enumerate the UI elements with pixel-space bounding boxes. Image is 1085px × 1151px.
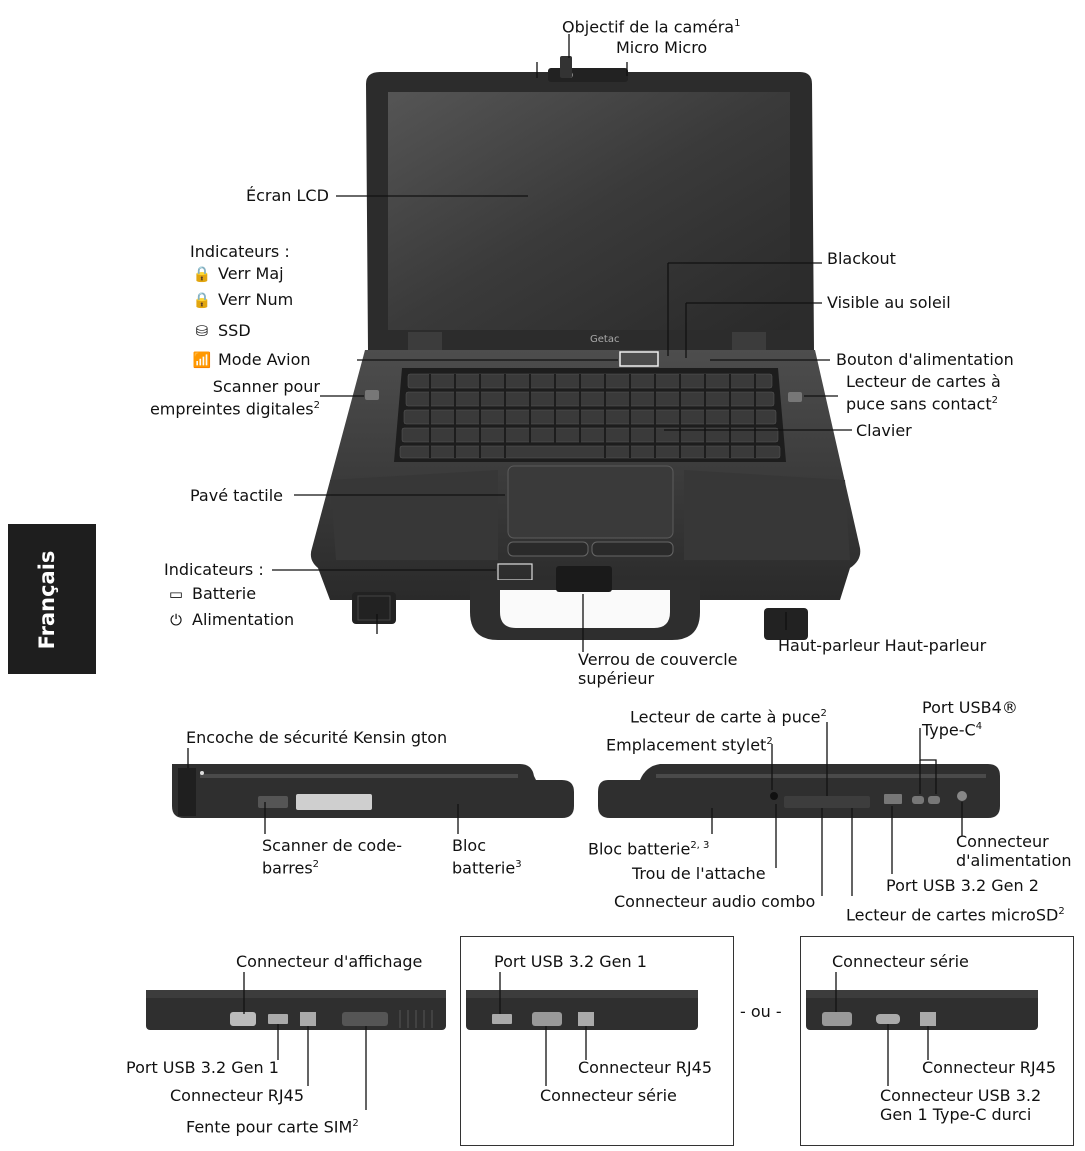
language-tab	[8, 524, 96, 674]
display-port	[230, 1012, 256, 1026]
lid-latch	[556, 566, 612, 592]
indicator-ssd: ⛁SSD	[192, 321, 251, 341]
label-sim: Fente pour carte SIM2	[186, 1117, 359, 1137]
front-leader-lines	[272, 34, 852, 652]
label-smartcard: Lecteur de carte à puce2	[630, 707, 827, 727]
label-camera-lens: Objectif de la caméra1	[562, 17, 741, 37]
label-blackout: Blackout	[827, 249, 896, 268]
rear-option1-frame	[460, 936, 734, 1146]
label-rear-rj45: Connecteur RJ45	[170, 1086, 304, 1105]
indicator-battery: ▭Batterie	[166, 584, 256, 604]
indicator-num-lock: 🔒Verr Num	[192, 290, 294, 309]
usbc-rugged	[876, 1014, 900, 1024]
airplane-mode-icon: 📶	[192, 351, 212, 369]
label-indicators-title: Indicateurs :	[190, 242, 290, 261]
left-side-view	[172, 764, 574, 818]
label-barcode: Scanner de code-barres2	[262, 836, 402, 878]
label-rear-usb-gen1: Port USB 3.2 Gen 1	[126, 1058, 279, 1077]
barcode-scanner	[258, 796, 288, 808]
label-stylus: Emplacement stylet2	[606, 735, 773, 755]
label-opt1-rj45: Connecteur RJ45	[578, 1058, 712, 1077]
laptop-base	[310, 350, 861, 640]
dc-in	[957, 791, 967, 801]
laptop-lid: Getac	[366, 56, 814, 350]
lcd-screen	[388, 92, 790, 330]
svg-text:Getac: Getac	[590, 334, 619, 345]
right-side-view	[598, 764, 1000, 818]
label-display-connector: Connecteur d'affichage	[236, 952, 423, 971]
label-usb32gen2: Port USB 3.2 Gen 2	[886, 876, 1039, 895]
language-tab-label: Français	[35, 550, 59, 650]
label-tether: Trou de l'attache	[632, 864, 766, 883]
label-micro: Micro Micro	[616, 38, 708, 57]
label-bottom-indicators-title: Indicateurs :	[164, 560, 264, 579]
usb-port	[884, 794, 902, 804]
label-opt1-serial: Connecteur série	[540, 1086, 677, 1105]
rear-view-option1	[466, 990, 698, 1030]
label-lcd: Écran LCD	[246, 186, 329, 205]
rear-option2-frame	[800, 936, 1074, 1146]
touchpad	[507, 465, 674, 539]
num-lock-icon: 🔒	[192, 291, 212, 309]
label-usb4: Port USB4®Type-C4	[922, 698, 1018, 740]
label-opt2-serial: Connecteur série	[832, 952, 969, 971]
indicator-airplane: 📶Mode Avion	[192, 350, 311, 369]
power-icon: ⏻	[170, 611, 182, 629]
smartcard-slot	[784, 796, 870, 808]
label-kensington: Encoche de sécurité Kensin gton	[186, 728, 448, 747]
label-keyboard: Clavier	[856, 421, 912, 440]
caps-lock-icon: 🔒	[192, 265, 212, 283]
rear-view-option2	[806, 990, 1038, 1030]
indicator-caps-lock: 🔒Verr Maj	[192, 264, 284, 283]
label-or: - ou -	[740, 1002, 782, 1021]
label-audio: Connecteur audio combo	[614, 892, 816, 911]
label-right-battery: Bloc batterie2, 3	[588, 839, 710, 859]
rear-view-main	[146, 990, 446, 1030]
label-opt2-rj45: Connecteur RJ45	[922, 1058, 1056, 1077]
battery-icon: ▭	[168, 585, 184, 603]
serial-port	[532, 1012, 562, 1026]
indicator-power: ⏻Alimentation	[166, 610, 294, 630]
ssd-icon: ⛁	[195, 322, 209, 340]
label-sunlight: Visible au soleil	[827, 293, 951, 312]
label-opt1-usb: Port USB 3.2 Gen 1	[494, 952, 647, 971]
label-touchpad: Pavé tactile	[190, 486, 284, 505]
label-speaker: Haut-parleur Haut-parleur	[778, 636, 987, 655]
label-microsd: Lecteur de cartes microSD2	[846, 905, 1065, 925]
label-power-button: Bouton d'alimentation	[836, 350, 1014, 369]
